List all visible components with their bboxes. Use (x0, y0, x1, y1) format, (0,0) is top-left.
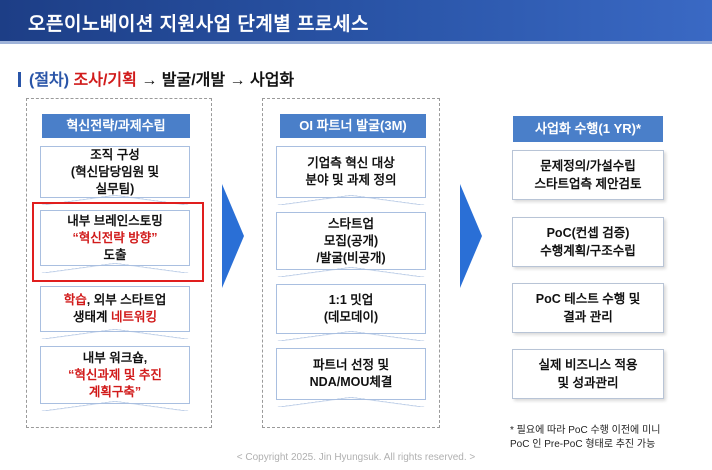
step-line: 조직 구성 (90, 147, 140, 162)
subtitle-prefix: (절차) (29, 72, 74, 89)
step-brainstorming: 내부 브레인스토밍 “혁신전략 방향” 도출 (40, 210, 190, 273)
subtitle-marker (18, 72, 21, 87)
card-line: PoC 테스트 수행 및 (535, 292, 641, 306)
step-line: 스타트업 (327, 216, 374, 231)
card-line: 수행계획/구조수립 (540, 244, 636, 258)
step-line: /발굴(비공개) (316, 250, 386, 265)
step-networking: 학습, 외부 스타트업 생태계 네트워킹 (40, 286, 190, 339)
step-text-highlight: 학습 (63, 293, 87, 307)
highlight-box (32, 202, 204, 282)
card-problem-definition: 문제정의/가설수립 스타트업측 제안검토 (512, 150, 664, 200)
card-poc-test: PoC 테스트 수행 및 결과 관리 (512, 283, 664, 333)
card-line: 문제정의/가설수립 (540, 159, 636, 173)
step-line: 1:1 밋업 (328, 293, 374, 307)
step-line: (혁신담당임원 및 (70, 164, 160, 179)
subtitle-arrow-1: → (136, 72, 162, 89)
card-line: PoC(컨셉 검증) (546, 226, 630, 240)
step-line: 생태계 네트워킹 (73, 309, 157, 326)
card-line: 스타트업측 제안검토 (534, 177, 642, 191)
step-line: 모집(공개) (323, 233, 379, 248)
step-meetup: 1:1 밋업 (데모데이) (276, 284, 426, 341)
step-partner-selection: 파트너 선정 및 NDA/MOU체결 (276, 348, 426, 407)
step-line: 내부 워크숍, (82, 350, 148, 365)
footnote-line: PoC 인 Pre-PoC 형태로 추진 가능 (510, 439, 656, 450)
column-commercialization-header: 사업화 수행(1 YR)* (513, 116, 663, 142)
step-line: 내부 브레인스토밍 (67, 213, 163, 228)
flow-arrow-icon (222, 184, 244, 288)
column-partner-discovery-header: OI 파트너 발굴(3M) (280, 114, 426, 138)
step-text: 생태계 (73, 310, 111, 324)
step-define-target: 기업측 혁신 대상 분야 및 과제 정의 (276, 146, 426, 205)
subtitle-stage-2: 발굴/개발 (161, 72, 226, 89)
flow-arrow-icon (460, 184, 482, 288)
column-strategy-header: 혁신전략/과제수립 (42, 114, 190, 138)
subtitle-arrow-2: → (225, 72, 250, 89)
process-subtitle: (절차) 조사/기획 → 발굴/개발 → 사업화 (18, 66, 294, 90)
step-line: NDA/MOU체결 (309, 375, 393, 389)
step-line: 파트너 선정 및 (313, 358, 389, 372)
footnote: * 필요에 따라 PoC 수행 이전에 미니 PoC 인 Pre-PoC 형태로… (510, 424, 660, 452)
card-line: 결과 관리 (563, 310, 613, 324)
card-line: 실제 비즈니스 적용 (538, 358, 638, 372)
card-business-application: 실제 비즈니스 적용 및 성과관리 (512, 349, 664, 399)
step-line: 도출 (103, 247, 127, 262)
title-bar: 오픈이노베이션 지원사업 단계별 프로세스 (0, 0, 712, 44)
page-title: 오픈이노베이션 지원사업 단계별 프로세스 (28, 14, 369, 35)
footnote-line: * 필요에 따라 PoC 수행 이전에 미니 (510, 425, 661, 436)
step-recruit-startups: 스타트업 모집(공개) /발굴(비공개) (276, 212, 426, 277)
card-poc-plan: PoC(컨셉 검증) 수행계획/구조수립 (512, 217, 664, 267)
card-line: 및 성과관리 (557, 376, 619, 390)
copyright-text: < Copyright 2025. Jin Hyungsuk. All righ… (236, 452, 476, 463)
step-line: “혁신전략 방향” (72, 230, 158, 245)
step-workshop: 내부 워크숍, “혁신과제 및 추진 계획구축” (40, 346, 190, 411)
step-org-setup: 조직 구성 (혁신담당임원 및 실무팀) (40, 146, 190, 205)
step-text-highlight: 네트워킹 (110, 310, 157, 324)
step-text: , 외부 스타트업 (86, 293, 167, 307)
step-line: 학습, 외부 스타트업 (64, 292, 166, 309)
step-line: 계획구축” (88, 384, 142, 399)
step-line: (데모데이) (323, 310, 379, 324)
step-line: 실무팀) (95, 181, 135, 196)
step-line: 기업측 혁신 대상 (307, 156, 395, 170)
step-line: “혁신과제 및 추진 (68, 367, 162, 382)
step-line: 분야 및 과제 정의 (305, 173, 397, 187)
subtitle-stage-3: 사업화 (249, 72, 295, 89)
subtitle-stage-1: 조사/기획 (73, 72, 137, 89)
